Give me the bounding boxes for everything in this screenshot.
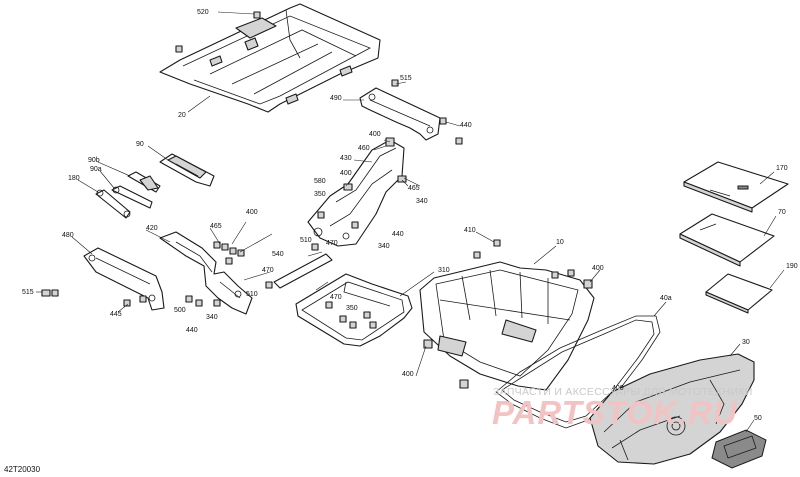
- callout-460: 460: [358, 145, 370, 152]
- callout-515: 515: [22, 289, 34, 296]
- callout-340: 340: [378, 243, 390, 250]
- callout-510: 510: [300, 237, 312, 244]
- callout-410: 410: [464, 227, 476, 234]
- part-420-bracket: [159, 231, 253, 315]
- part-520-screw: [175, 11, 261, 53]
- callout-465: 465: [210, 223, 222, 230]
- part-30-front-cover: [589, 353, 755, 465]
- callout-440: 440: [460, 122, 472, 129]
- part-70-manual: [679, 213, 775, 267]
- callout-465: 465: [408, 185, 420, 192]
- part-90b-wrench: [127, 171, 161, 193]
- callout-180: 180: [68, 175, 80, 182]
- callout-470: 470: [330, 294, 342, 301]
- callout-350: 350: [314, 191, 326, 198]
- callout-340: 340: [416, 198, 428, 205]
- part-490-bracket: [359, 79, 463, 145]
- part-540-rail: [265, 253, 333, 289]
- callout-400: 400: [369, 131, 381, 138]
- callout-310: 310: [438, 267, 450, 274]
- callout-470: 470: [262, 267, 274, 274]
- callout-490: 490: [330, 95, 342, 102]
- callout-515: 515: [400, 75, 412, 82]
- callout-470: 470: [326, 240, 338, 247]
- leader-lines: [36, 11, 785, 433]
- callout-480: 480: [62, 232, 74, 239]
- callout-540: 540: [272, 251, 284, 258]
- watermark-text: ЗАПЧАСТИ И АКСЕССУАРЫ ДЛЯ МОТОТЕХНИКИ: [493, 386, 753, 398]
- watermark: ЗАПЧАСТИ И АКСЕССУАРЫ ДЛЯ МОТОТЕХНИКИ PA…: [492, 386, 753, 431]
- part-430-frame-arm: [307, 137, 407, 251]
- callout-350: 350: [346, 305, 358, 312]
- part-480-bracket: [41, 247, 165, 311]
- callout-50: 50: [754, 415, 762, 422]
- callout-420: 420: [146, 225, 158, 232]
- callout-10: 10: [556, 239, 564, 246]
- callout-20: 20: [178, 112, 186, 119]
- callout-445: 445: [110, 311, 122, 318]
- part-20-upper-tray: [159, 3, 381, 113]
- callout-90a: 90a: [90, 166, 102, 173]
- callout-430: 430: [340, 155, 352, 162]
- part-180-wrench: [95, 189, 131, 219]
- callout-190: 190: [786, 263, 798, 270]
- callout-510: 510: [246, 291, 258, 298]
- part-50-latch: [711, 429, 767, 469]
- part-90a-wrench: [111, 185, 153, 209]
- callout-70: 70: [778, 209, 786, 216]
- callout-580: 580: [314, 178, 326, 185]
- part-190-card: [705, 273, 773, 314]
- callout-440: 440: [392, 231, 404, 238]
- part-10-storage-bin: [419, 239, 595, 391]
- part-170-manual: [683, 161, 789, 213]
- callout-500: 500: [174, 307, 186, 314]
- callout-400: 400: [246, 209, 258, 216]
- callout-400: 400: [592, 265, 604, 272]
- part-90-tool-kit: [159, 153, 215, 187]
- part-310-tube-frame: [295, 273, 413, 347]
- callout-labels: 520 20 515 490 440 400 460 430 400 465 9…: [22, 9, 798, 422]
- callout-400: 400: [402, 371, 414, 378]
- callout-30: 30: [742, 339, 750, 346]
- part-40a-gasket: [495, 315, 661, 429]
- callout-90: 90: [136, 141, 144, 148]
- callout-520: 520: [197, 9, 209, 16]
- callout-400: 400: [340, 170, 352, 177]
- callout-440: 440: [186, 327, 198, 334]
- callout-170: 170: [776, 165, 788, 172]
- diagram-reference-code: 42T20030: [4, 465, 41, 474]
- watermark-logo: PARTSTOK.RU: [492, 394, 738, 431]
- callout-90b: 90b: [88, 157, 100, 164]
- callout-400: 400: [612, 385, 624, 392]
- callout-40a: 40a: [660, 295, 672, 302]
- callout-340: 340: [206, 314, 218, 321]
